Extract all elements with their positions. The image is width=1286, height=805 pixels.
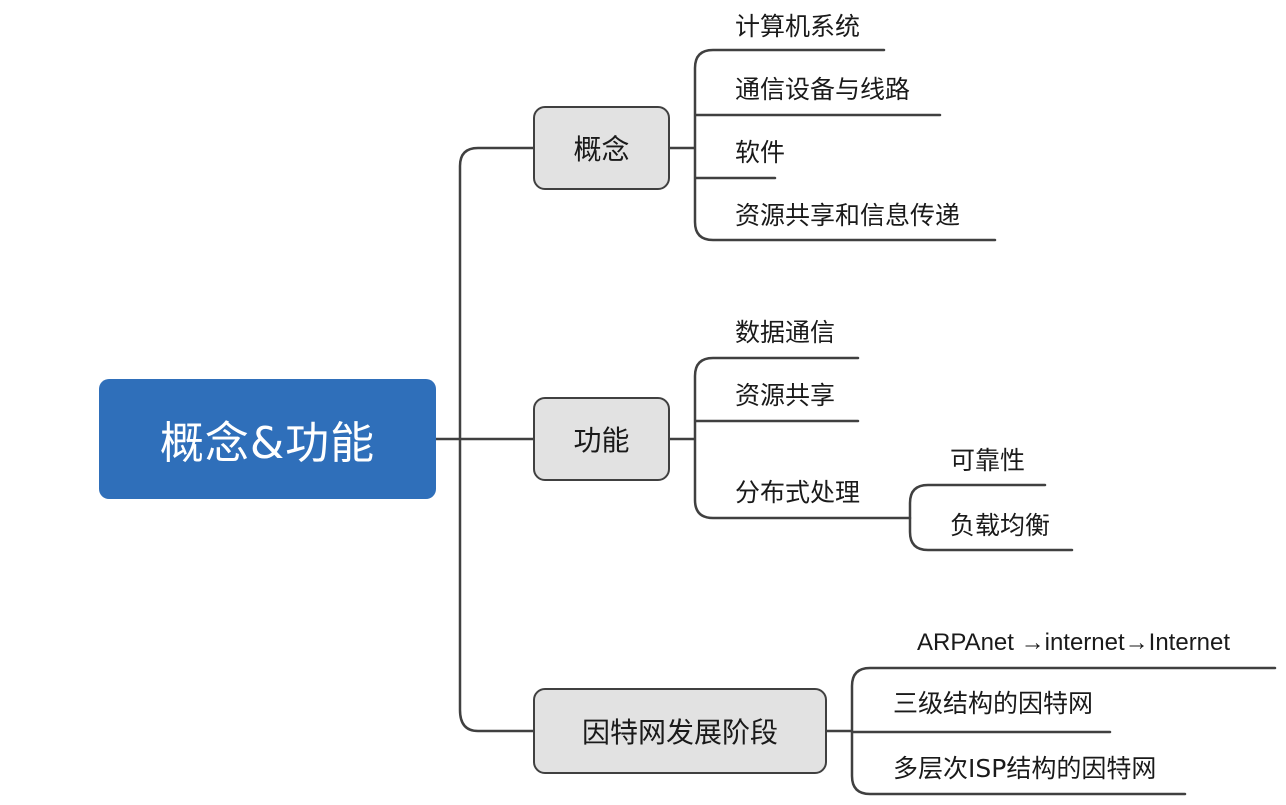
branch-function[interactable]: 功能 (533, 397, 670, 481)
leaf-three-tier-internet[interactable]: 三级结构的因特网 (893, 689, 1094, 718)
branch-function-label: 功能 (573, 424, 630, 457)
connector-function (668, 356, 912, 520)
branch-internet-stages[interactable]: 因特网发展阶段 (533, 688, 827, 774)
leaf-load-balancing[interactable]: 负载均衡 (950, 511, 1051, 540)
branch-concept-label: 概念 (573, 133, 630, 166)
branch-internet-stages-label: 因特网发展阶段 (581, 716, 778, 749)
connector-internet (825, 666, 1277, 796)
root-label: 概念&功能 (159, 418, 376, 469)
connector-root-trunk (434, 146, 535, 733)
leaf-resource-sharing[interactable]: 资源共享 (735, 381, 836, 410)
leaf-arpanet-evolution[interactable]: ARPAnet →internet→Internet (917, 629, 1231, 656)
branch-concept[interactable]: 概念 (533, 106, 670, 190)
leaf-multi-tier-isp-internet[interactable]: 多层次ISP结构的因特网 (893, 754, 1157, 783)
root-node[interactable]: 概念&功能 (99, 379, 436, 499)
connector-distributed (908, 483, 1074, 552)
leaf-data-comm[interactable]: 数据通信 (735, 318, 836, 347)
leaf-resource-info-sharing[interactable]: 资源共享和信息传递 (735, 201, 961, 230)
leaf-reliability[interactable]: 可靠性 (950, 446, 1026, 475)
leaf-distributed-processing[interactable]: 分布式处理 (735, 478, 861, 507)
connector-concept (668, 48, 997, 242)
leaf-computer-system[interactable]: 计算机系统 (735, 12, 861, 41)
leaf-software[interactable]: 软件 (735, 138, 786, 167)
leaf-comm-devices[interactable]: 通信设备与线路 (735, 75, 911, 104)
